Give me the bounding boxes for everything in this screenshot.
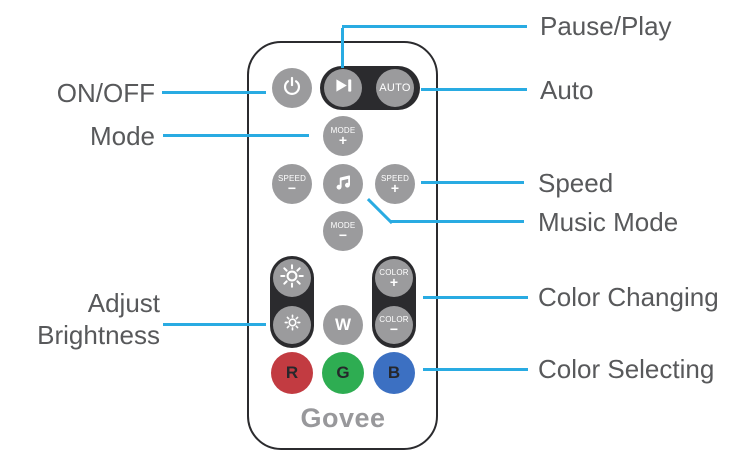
brightness-down-button[interactable] bbox=[273, 306, 311, 344]
govee-logo: Govee bbox=[300, 403, 386, 433]
music-mode-button[interactable] bbox=[323, 164, 363, 204]
minus-sign: − bbox=[389, 321, 399, 337]
music-note-icon bbox=[333, 172, 353, 197]
power-button[interactable] bbox=[272, 68, 312, 108]
green-button[interactable]: G bbox=[322, 352, 364, 394]
label-color-changing: Color Changing bbox=[538, 282, 719, 312]
color-plus-button[interactable]: COLOR + bbox=[375, 259, 413, 297]
play-pause-icon bbox=[334, 77, 353, 99]
plus-sign: + bbox=[390, 180, 400, 196]
plus-sign: + bbox=[338, 132, 348, 148]
power-icon bbox=[281, 75, 303, 102]
white-button[interactable]: W bbox=[323, 305, 363, 345]
mode-minus-button[interactable]: MODE − bbox=[323, 211, 363, 251]
auto-button[interactable]: AUTO bbox=[376, 69, 414, 107]
callout-line-pause-play bbox=[342, 25, 527, 28]
label-adjust-brightness: Adjust Brightness bbox=[37, 287, 160, 351]
callout-line-auto bbox=[421, 88, 527, 91]
speed-plus-label: SPEED bbox=[380, 174, 410, 183]
callout-line-pause-play-vertical bbox=[341, 28, 344, 68]
label-adjust-brightness-line1: Adjust bbox=[87, 288, 160, 318]
blue-button-label: B bbox=[387, 363, 401, 382]
callout-line-speed bbox=[421, 181, 524, 184]
mode-plus-label: MODE bbox=[330, 126, 356, 135]
auto-button-label: AUTO bbox=[379, 82, 411, 94]
red-button[interactable]: R bbox=[271, 352, 313, 394]
color-plus-label: COLOR bbox=[379, 268, 409, 277]
speed-minus-button[interactable]: SPEED − bbox=[272, 164, 312, 204]
label-pause-play: Pause/Play bbox=[540, 11, 672, 41]
mode-minus-label: MODE bbox=[330, 221, 356, 230]
label-speed: Speed bbox=[538, 168, 614, 198]
green-button-label: G bbox=[336, 363, 350, 382]
callout-line-music-mode bbox=[391, 220, 524, 223]
callout-line-color-selecting bbox=[423, 368, 528, 371]
plus-sign: + bbox=[389, 274, 399, 290]
speed-plus-button[interactable]: SPEED + bbox=[375, 164, 415, 204]
label-on-off: ON/OFF bbox=[56, 78, 155, 108]
callout-line-on-off bbox=[162, 91, 266, 94]
label-music-mode: Music Mode bbox=[538, 207, 679, 237]
label-color-selecting: Color Selecting bbox=[538, 354, 715, 384]
minus-sign: − bbox=[287, 180, 297, 196]
white-button-label: W bbox=[334, 315, 352, 334]
label-auto: Auto bbox=[540, 75, 594, 105]
callout-line-adjust-brightness bbox=[163, 323, 266, 326]
label-adjust-brightness-line2: Brightness bbox=[37, 320, 160, 350]
mode-plus-button[interactable]: MODE + bbox=[323, 116, 363, 156]
play-pause-button[interactable] bbox=[324, 69, 362, 107]
blue-button[interactable]: B bbox=[373, 352, 415, 394]
brightness-up-button[interactable] bbox=[273, 259, 311, 297]
color-minus-label: COLOR bbox=[379, 315, 409, 324]
speed-minus-label: SPEED bbox=[277, 174, 307, 183]
color-minus-button[interactable]: COLOR − bbox=[375, 306, 413, 344]
callout-line-mode bbox=[163, 134, 309, 137]
callout-line-color-changing bbox=[423, 296, 528, 299]
sun-bright-icon bbox=[279, 263, 305, 294]
minus-sign: − bbox=[338, 227, 348, 243]
red-button-label: R bbox=[285, 363, 299, 382]
label-mode: Mode bbox=[89, 121, 155, 151]
sun-dim-icon bbox=[283, 313, 302, 337]
